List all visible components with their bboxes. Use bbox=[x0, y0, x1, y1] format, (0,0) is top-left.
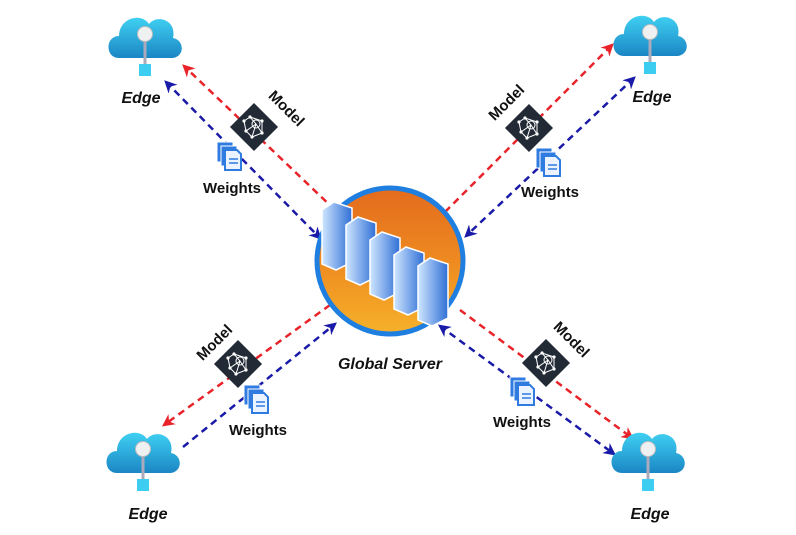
weights-document-icon bbox=[216, 141, 242, 171]
edge-node-bottom-right: Edge Model Weights bbox=[493, 318, 687, 523]
edge-cloud-icon bbox=[612, 14, 689, 76]
model-icon bbox=[504, 103, 554, 153]
edge-label: Edge bbox=[632, 89, 671, 106]
weights-label: Weights bbox=[203, 180, 261, 197]
weights-document-icon bbox=[509, 376, 535, 406]
edge-node-bottom-left: Edge Model Weights bbox=[105, 321, 287, 523]
weights-label: Weights bbox=[229, 422, 287, 439]
edge-cloud-icon bbox=[610, 431, 687, 493]
weights-arrow-top-right bbox=[464, 76, 636, 238]
weights-label: Weights bbox=[493, 414, 551, 431]
edge-label: Edge bbox=[128, 506, 167, 523]
model-icon bbox=[229, 102, 279, 152]
edge-node-top-right: Edge Model Weights bbox=[485, 14, 689, 201]
edge-node-top-left: Edge Model Weights bbox=[107, 16, 308, 197]
edge-label: Edge bbox=[121, 90, 160, 107]
weights-document-icon bbox=[243, 384, 269, 414]
edge-label: Edge bbox=[630, 506, 669, 523]
weights-document-icon bbox=[535, 147, 561, 177]
global-server: Global Server bbox=[314, 185, 466, 373]
edge-cloud-icon bbox=[105, 431, 182, 493]
server-rack-icon bbox=[321, 201, 449, 327]
edge-cloud-icon bbox=[107, 16, 184, 78]
server-label: Global Server bbox=[338, 356, 443, 373]
weights-label: Weights bbox=[521, 184, 579, 201]
model-icon bbox=[521, 338, 571, 388]
weights-arrow-top-left bbox=[164, 80, 322, 240]
